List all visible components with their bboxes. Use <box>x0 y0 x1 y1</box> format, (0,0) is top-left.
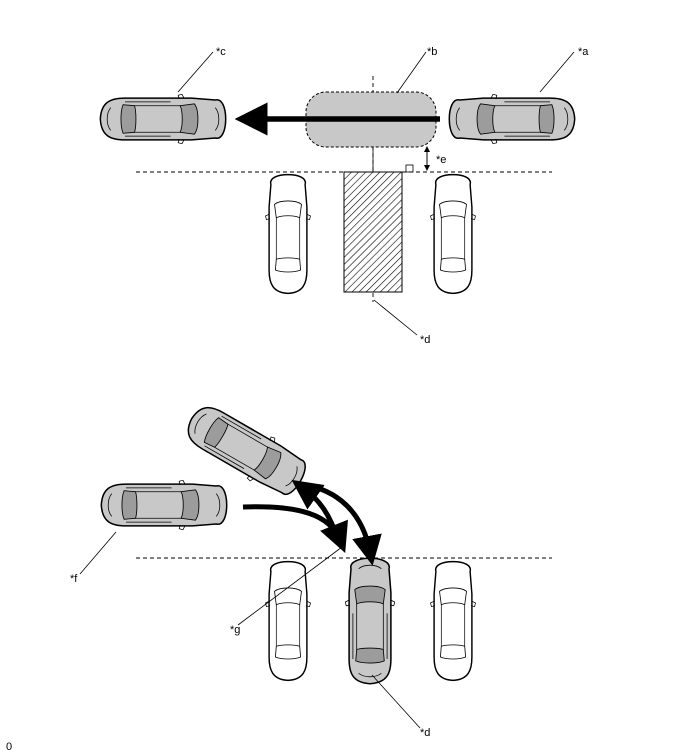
label-f: *f <box>70 573 78 585</box>
reverse-into-space-arrow <box>304 482 382 566</box>
label-b: *b <box>427 46 437 58</box>
label-g: *g <box>230 624 240 636</box>
vehicle-approach-position <box>100 479 228 531</box>
label-d-bottom: *d <box>420 727 430 739</box>
bottom-panel: *f *g *d <box>70 396 552 739</box>
vehicle-start-position <box>448 93 576 145</box>
top-panel: *a *b *c *e *d <box>99 46 589 346</box>
parked-car-right-top <box>429 173 477 295</box>
label-c: *c <box>216 46 226 58</box>
parked-car-left-top <box>264 173 312 295</box>
label-a: *a <box>578 46 589 58</box>
parked-car-right-bottom <box>429 560 477 682</box>
target-parking-space-top <box>343 171 403 293</box>
figure-code: 0 <box>6 741 12 753</box>
reverse-arrow <box>291 479 341 541</box>
label-d-top: *d <box>420 334 430 346</box>
vehicle-parked-final <box>344 557 396 685</box>
right-angle-mark <box>405 164 414 173</box>
parked-car-left-bottom <box>264 560 312 682</box>
label-e: *e <box>436 154 446 166</box>
vehicle-end-position <box>99 93 227 145</box>
